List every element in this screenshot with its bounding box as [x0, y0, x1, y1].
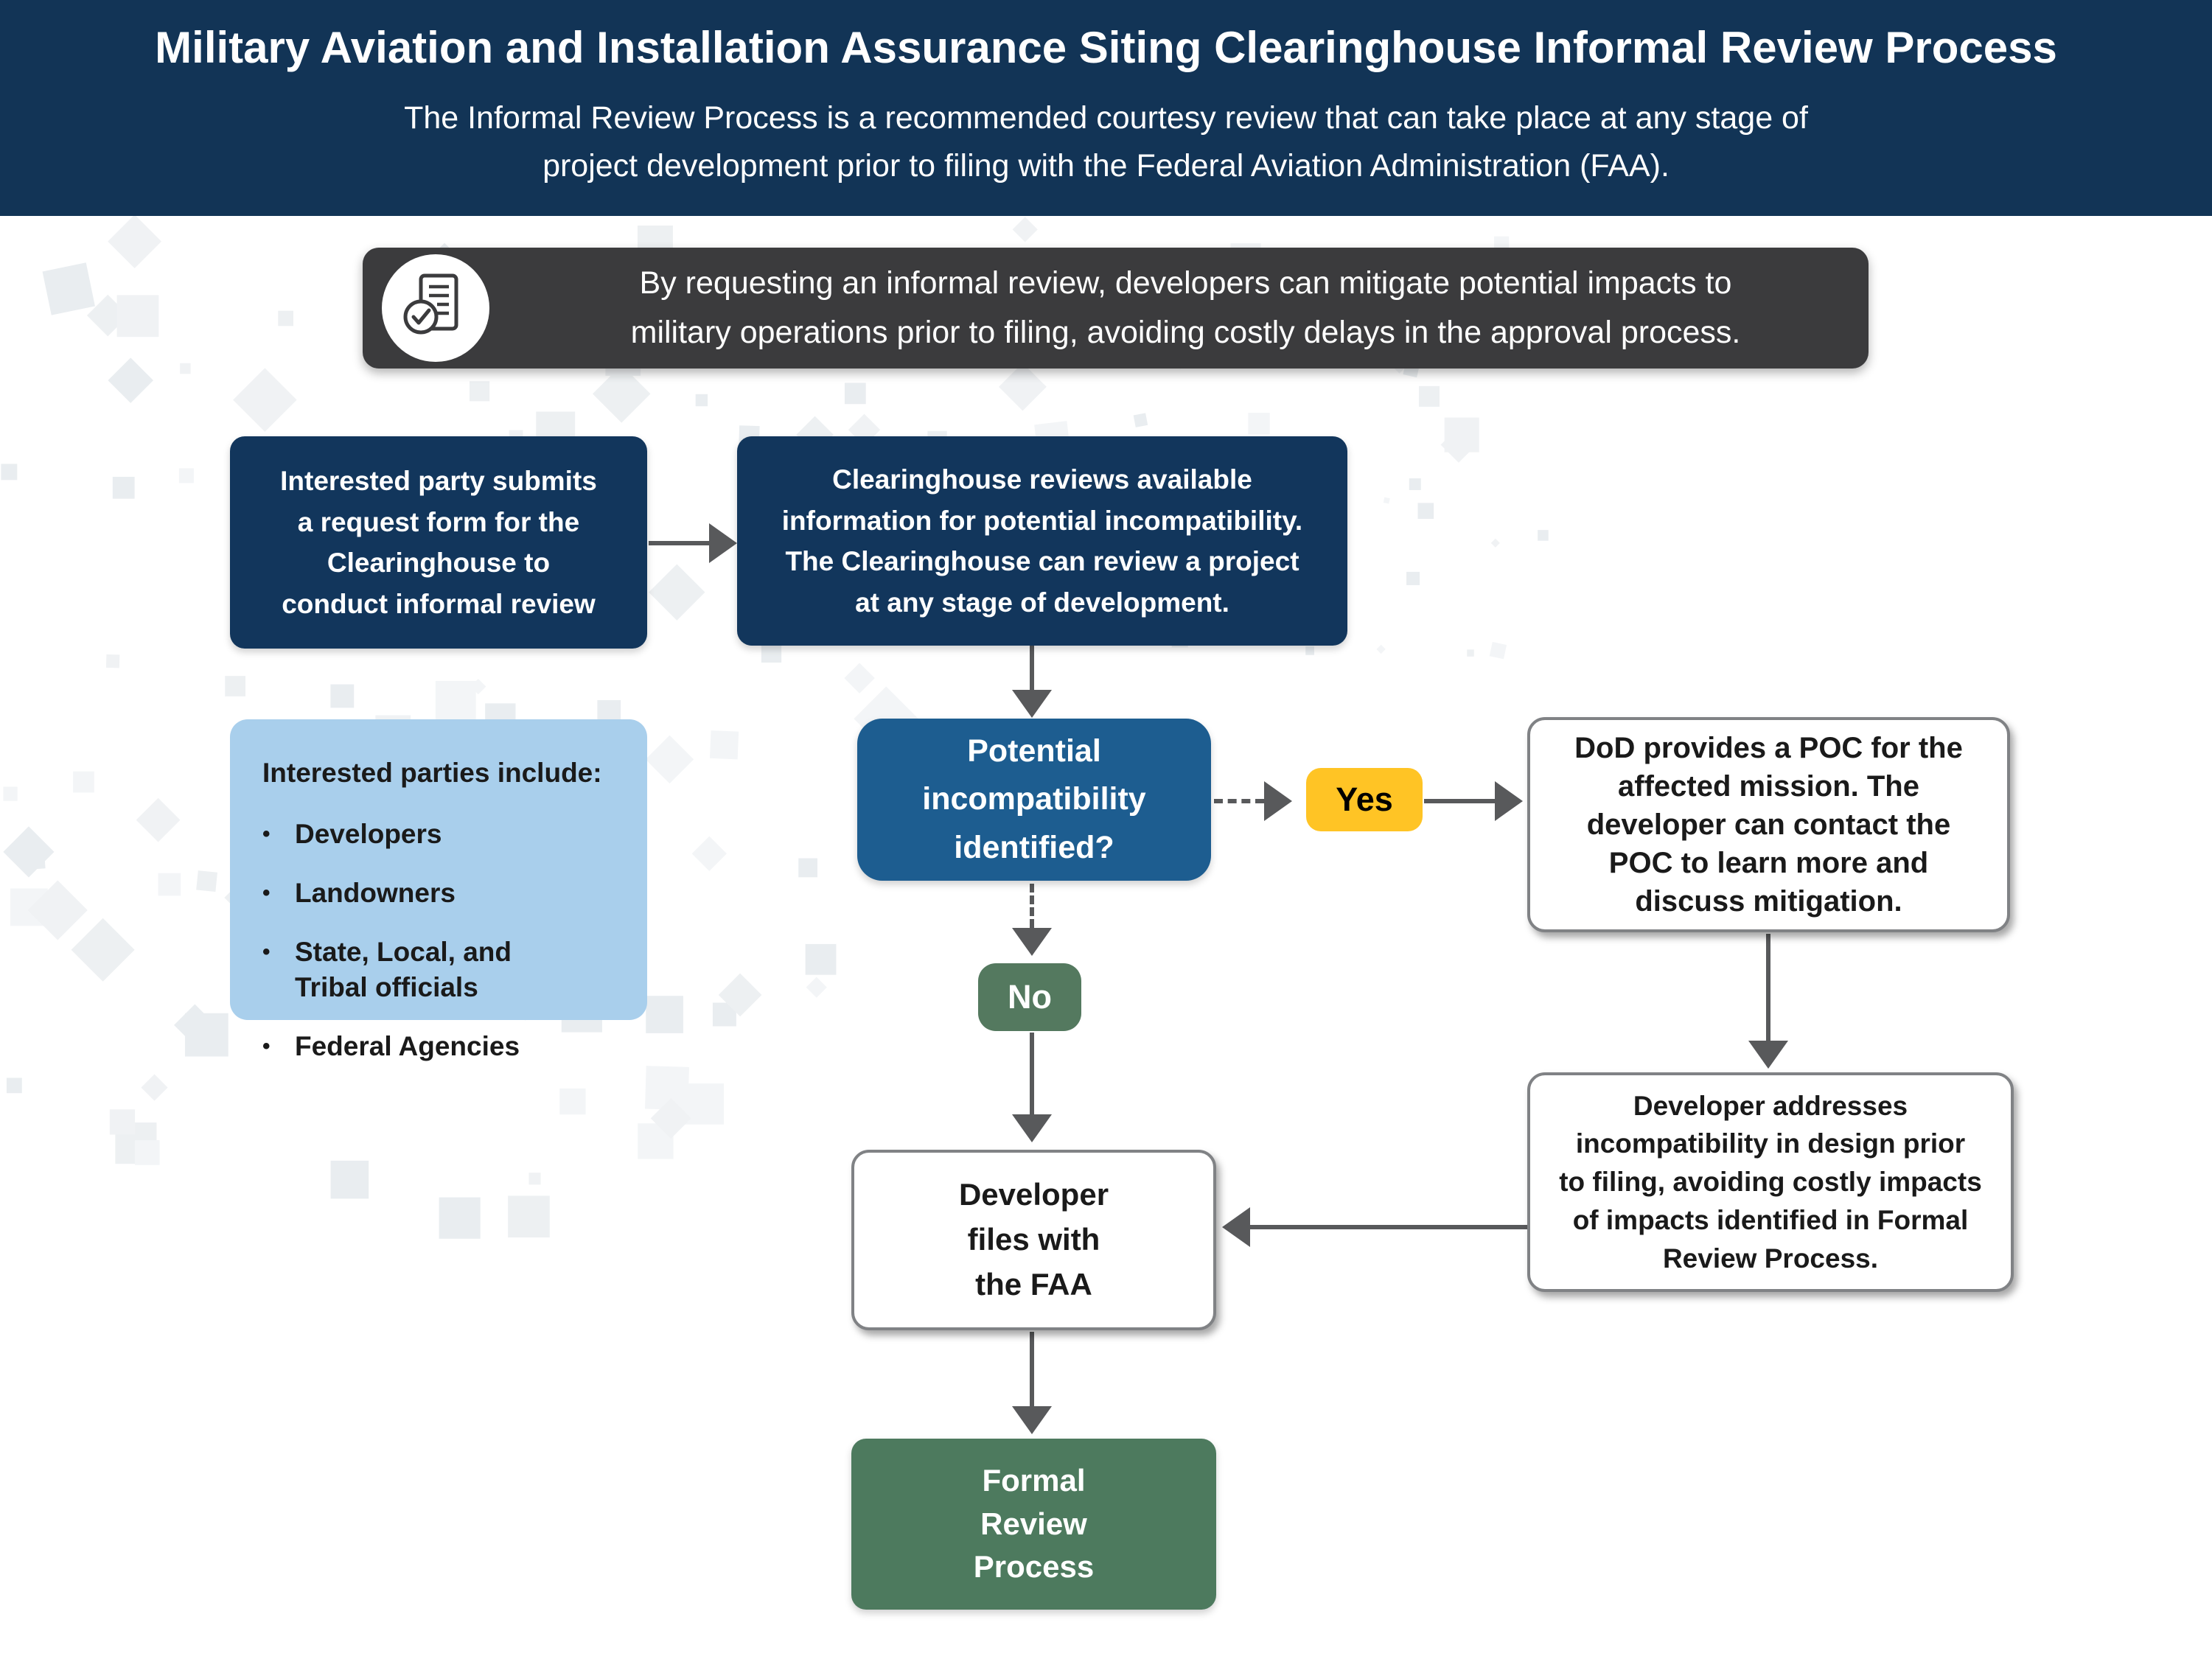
- arrow-question-to-no-dashed-line: [1030, 884, 1034, 928]
- bullet-icon: •: [262, 822, 271, 846]
- arrow-yes-to-dod-line: [1424, 799, 1495, 803]
- party-label: Landowners: [295, 877, 456, 908]
- info-callout: By requesting an informal review, develo…: [363, 248, 1869, 369]
- page-subtitle: The Informal Review Process is a recomme…: [404, 100, 1808, 184]
- node-submit-request: Interested party submits a request form …: [230, 436, 647, 649]
- arrow-files-to-formal-head: [1012, 1406, 1052, 1434]
- list-item: • Landowners: [262, 876, 625, 912]
- badge-yes: Yes: [1306, 768, 1423, 831]
- arrow-review-to-question-line: [1030, 646, 1034, 690]
- bullet-icon: •: [262, 1034, 271, 1059]
- page-title: Military Aviation and Installation Assur…: [155, 23, 2057, 72]
- document-check-icon: [382, 254, 489, 362]
- node-developer-files-faa: Developer files with the FAA: [851, 1150, 1216, 1330]
- arrow-dod-to-addresses-line: [1766, 934, 1770, 1041]
- note-interested-parties: Interested parties include: • Developers…: [230, 719, 647, 1061]
- page-header: Military Aviation and Installation Assur…: [0, 0, 2212, 216]
- callout-text: By requesting an informal review, develo…: [630, 265, 1741, 350]
- interested-parties-heading: Interested parties include:: [262, 758, 602, 788]
- list-item: • Federal Agencies: [262, 1029, 625, 1065]
- node-clearinghouse-review: Clearinghouse reviews available informat…: [737, 436, 1347, 646]
- arrow-no-to-files-head: [1012, 1114, 1052, 1142]
- arrow-addresses-to-files-line: [1249, 1225, 1527, 1229]
- arrow-question-to-no-head: [1012, 928, 1052, 956]
- arrow-review-to-question-head: [1012, 690, 1052, 718]
- node-formal-review-process: Formal Review Process: [851, 1439, 1216, 1610]
- arrow-addresses-to-files-head: [1222, 1207, 1250, 1247]
- party-label: Federal Agencies: [295, 1031, 520, 1062]
- arrow-yes-to-dod-head: [1495, 781, 1523, 821]
- party-label: State, Local, and Tribal officials: [295, 936, 512, 1003]
- badge-no: No: [978, 963, 1081, 1031]
- arrow-question-to-yes-head: [1264, 781, 1292, 821]
- arrow-dod-to-addresses-head: [1748, 1041, 1788, 1069]
- bullet-icon: •: [262, 939, 271, 964]
- node-developer-addresses: Developer addresses incompatibility in d…: [1527, 1072, 2014, 1292]
- arrow-files-to-formal-line: [1030, 1332, 1034, 1406]
- arrow-submit-to-review-line: [649, 541, 709, 545]
- list-item: • State, Local, and Tribal officials: [262, 935, 625, 1007]
- list-item: • Developers: [262, 817, 625, 853]
- arrow-submit-to-review-head: [709, 523, 737, 563]
- node-incompatibility-question: Potential incompatibility identified?: [857, 719, 1211, 881]
- arrow-question-to-yes-dashed-line: [1214, 799, 1264, 803]
- node-dod-poc: DoD provides a POC for the affected miss…: [1527, 717, 2010, 932]
- arrow-no-to-files-line: [1030, 1033, 1034, 1114]
- bullet-icon: •: [262, 880, 271, 905]
- party-label: Developers: [295, 819, 442, 849]
